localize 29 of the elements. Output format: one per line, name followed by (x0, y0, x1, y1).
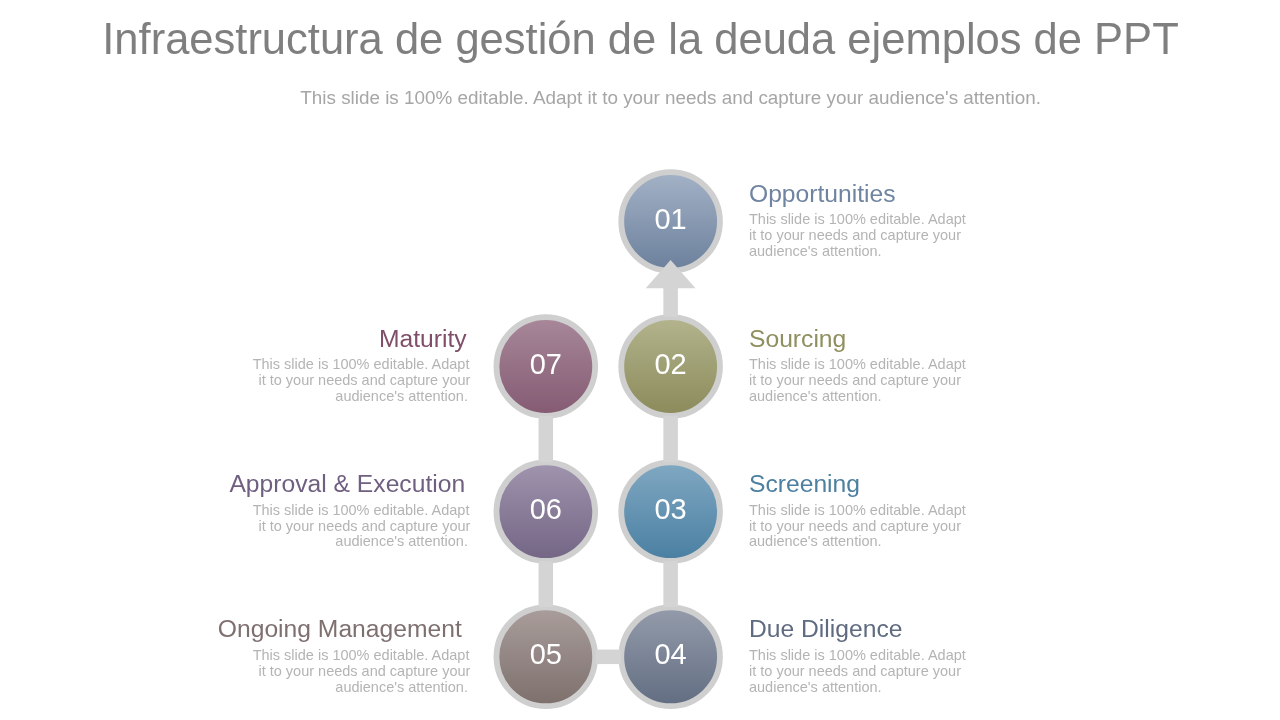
node-label: This slide is 100% editable. Adapt it to your needs and capture your audience's attention. (748, 211, 966, 260)
connector (595, 649, 621, 665)
node-label: This slide is 100% editable. Adapt it to your needs and capture your audience's attention. (748, 501, 966, 550)
node-circle: 01 (617, 169, 723, 274)
node-circle: 06 (493, 459, 598, 564)
node-circle: 04 (617, 604, 723, 710)
node-label: Opportunities (748, 179, 896, 207)
node-label: Due Diligence (748, 615, 902, 643)
node-circle: 02 (617, 314, 723, 419)
connector (662, 416, 678, 463)
node-label: Approval & Execution (228, 470, 465, 498)
node-label: Screening (748, 470, 860, 498)
node-label: This slide is 100% editable. Adapt it to your needs and capture your audience's attention. (252, 501, 470, 550)
node-label: Sourcing (748, 325, 846, 353)
node-circle: 07 (493, 314, 598, 419)
connector (538, 416, 553, 463)
node-circle: 05 (493, 604, 598, 710)
node-label: This slide is 100% editable. Adapt it to your needs and capture your audience's attention. (748, 356, 966, 405)
node-label: Maturity (378, 325, 467, 353)
connector (662, 561, 678, 608)
node-label: This slide is 100% editable. Adapt it to your needs and capture your audience's attention. (748, 646, 966, 695)
diagram-title: Infraestructura de gestión de la deuda ejemplos de PPT (101, 15, 1179, 64)
node-circle: 03 (617, 459, 723, 564)
arrow (645, 259, 695, 317)
node-label: Ongoing Management (217, 615, 462, 643)
connector (538, 561, 553, 608)
node-label: This slide is 100% editable. Adapt it to your needs and capture your audience's attention. (252, 646, 470, 695)
label: This slide is 100% editable. Adapt it to your needs and capture your audience's attention. (299, 87, 1041, 109)
node-label: This slide is 100% editable. Adapt it to your needs and capture your audience's attention. (252, 356, 470, 405)
